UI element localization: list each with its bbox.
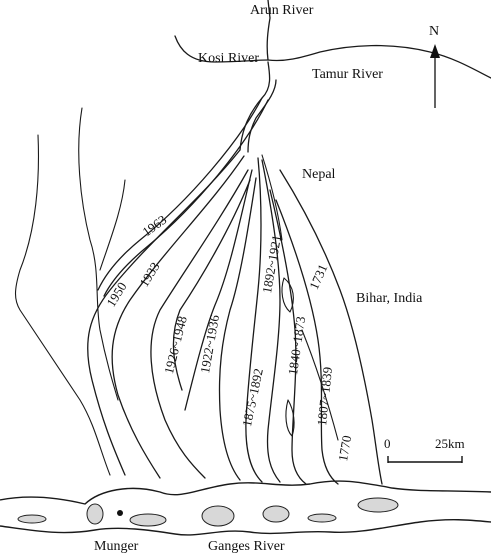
kosi-main-channel-bank (247, 79, 277, 153)
tamur-river-line (267, 44, 491, 79)
sandbar-1 (17, 514, 47, 524)
western-river-1 (14, 134, 111, 476)
label-arun-river: Arun River (250, 3, 314, 18)
scale-zero: 0 (384, 436, 391, 451)
label-munger: Munger (94, 539, 139, 554)
label-bihar-india: Bihar, India (356, 291, 423, 306)
western-river-3 (99, 179, 126, 271)
channel-1950 (87, 149, 241, 476)
channel-1807-1839 (275, 199, 339, 485)
channel-1922-1936 (184, 169, 253, 411)
channel-1933 (111, 155, 245, 479)
channel-1926-1948-b (172, 179, 251, 391)
channel-1770 (301, 329, 339, 441)
label-nepal: Nepal (302, 167, 336, 182)
channel-1892-1921 (245, 157, 263, 483)
channel-1963 (97, 97, 263, 291)
label-ganges-river: Ganges River (208, 539, 285, 554)
north-label: N (429, 24, 440, 39)
sandbar-7 (357, 497, 399, 513)
channel-1840-1873-loop2 (285, 399, 295, 437)
sandbar-5 (262, 505, 290, 523)
arun-river-line (266, 0, 271, 61)
channel-inner (261, 154, 283, 241)
channel-1731 (279, 169, 383, 485)
channel-1926-1948 (150, 169, 249, 479)
scale-bar (387, 456, 463, 463)
channel-1875-1892 (261, 159, 281, 483)
channel-1840-1873-loop (281, 277, 294, 313)
sandbar-6 (307, 513, 337, 523)
scale-distance: 25km (435, 436, 465, 451)
ganges-south-bank (0, 518, 491, 536)
sandbar-4 (201, 505, 235, 527)
western-river-2 (78, 107, 119, 401)
channel-1840-1873 (269, 189, 307, 485)
north-arrow-icon (430, 44, 440, 108)
channel-1922-1936-b (218, 177, 257, 481)
sandbar-2 (86, 503, 104, 525)
label-tamur-river: Tamur River (312, 67, 383, 82)
kosi-tributary-line (174, 35, 269, 63)
ganges-north-bank (0, 480, 491, 505)
label-kosi-river: Kosi River (198, 51, 260, 66)
sandbar-3 (129, 513, 167, 527)
munger-marker (117, 510, 123, 516)
